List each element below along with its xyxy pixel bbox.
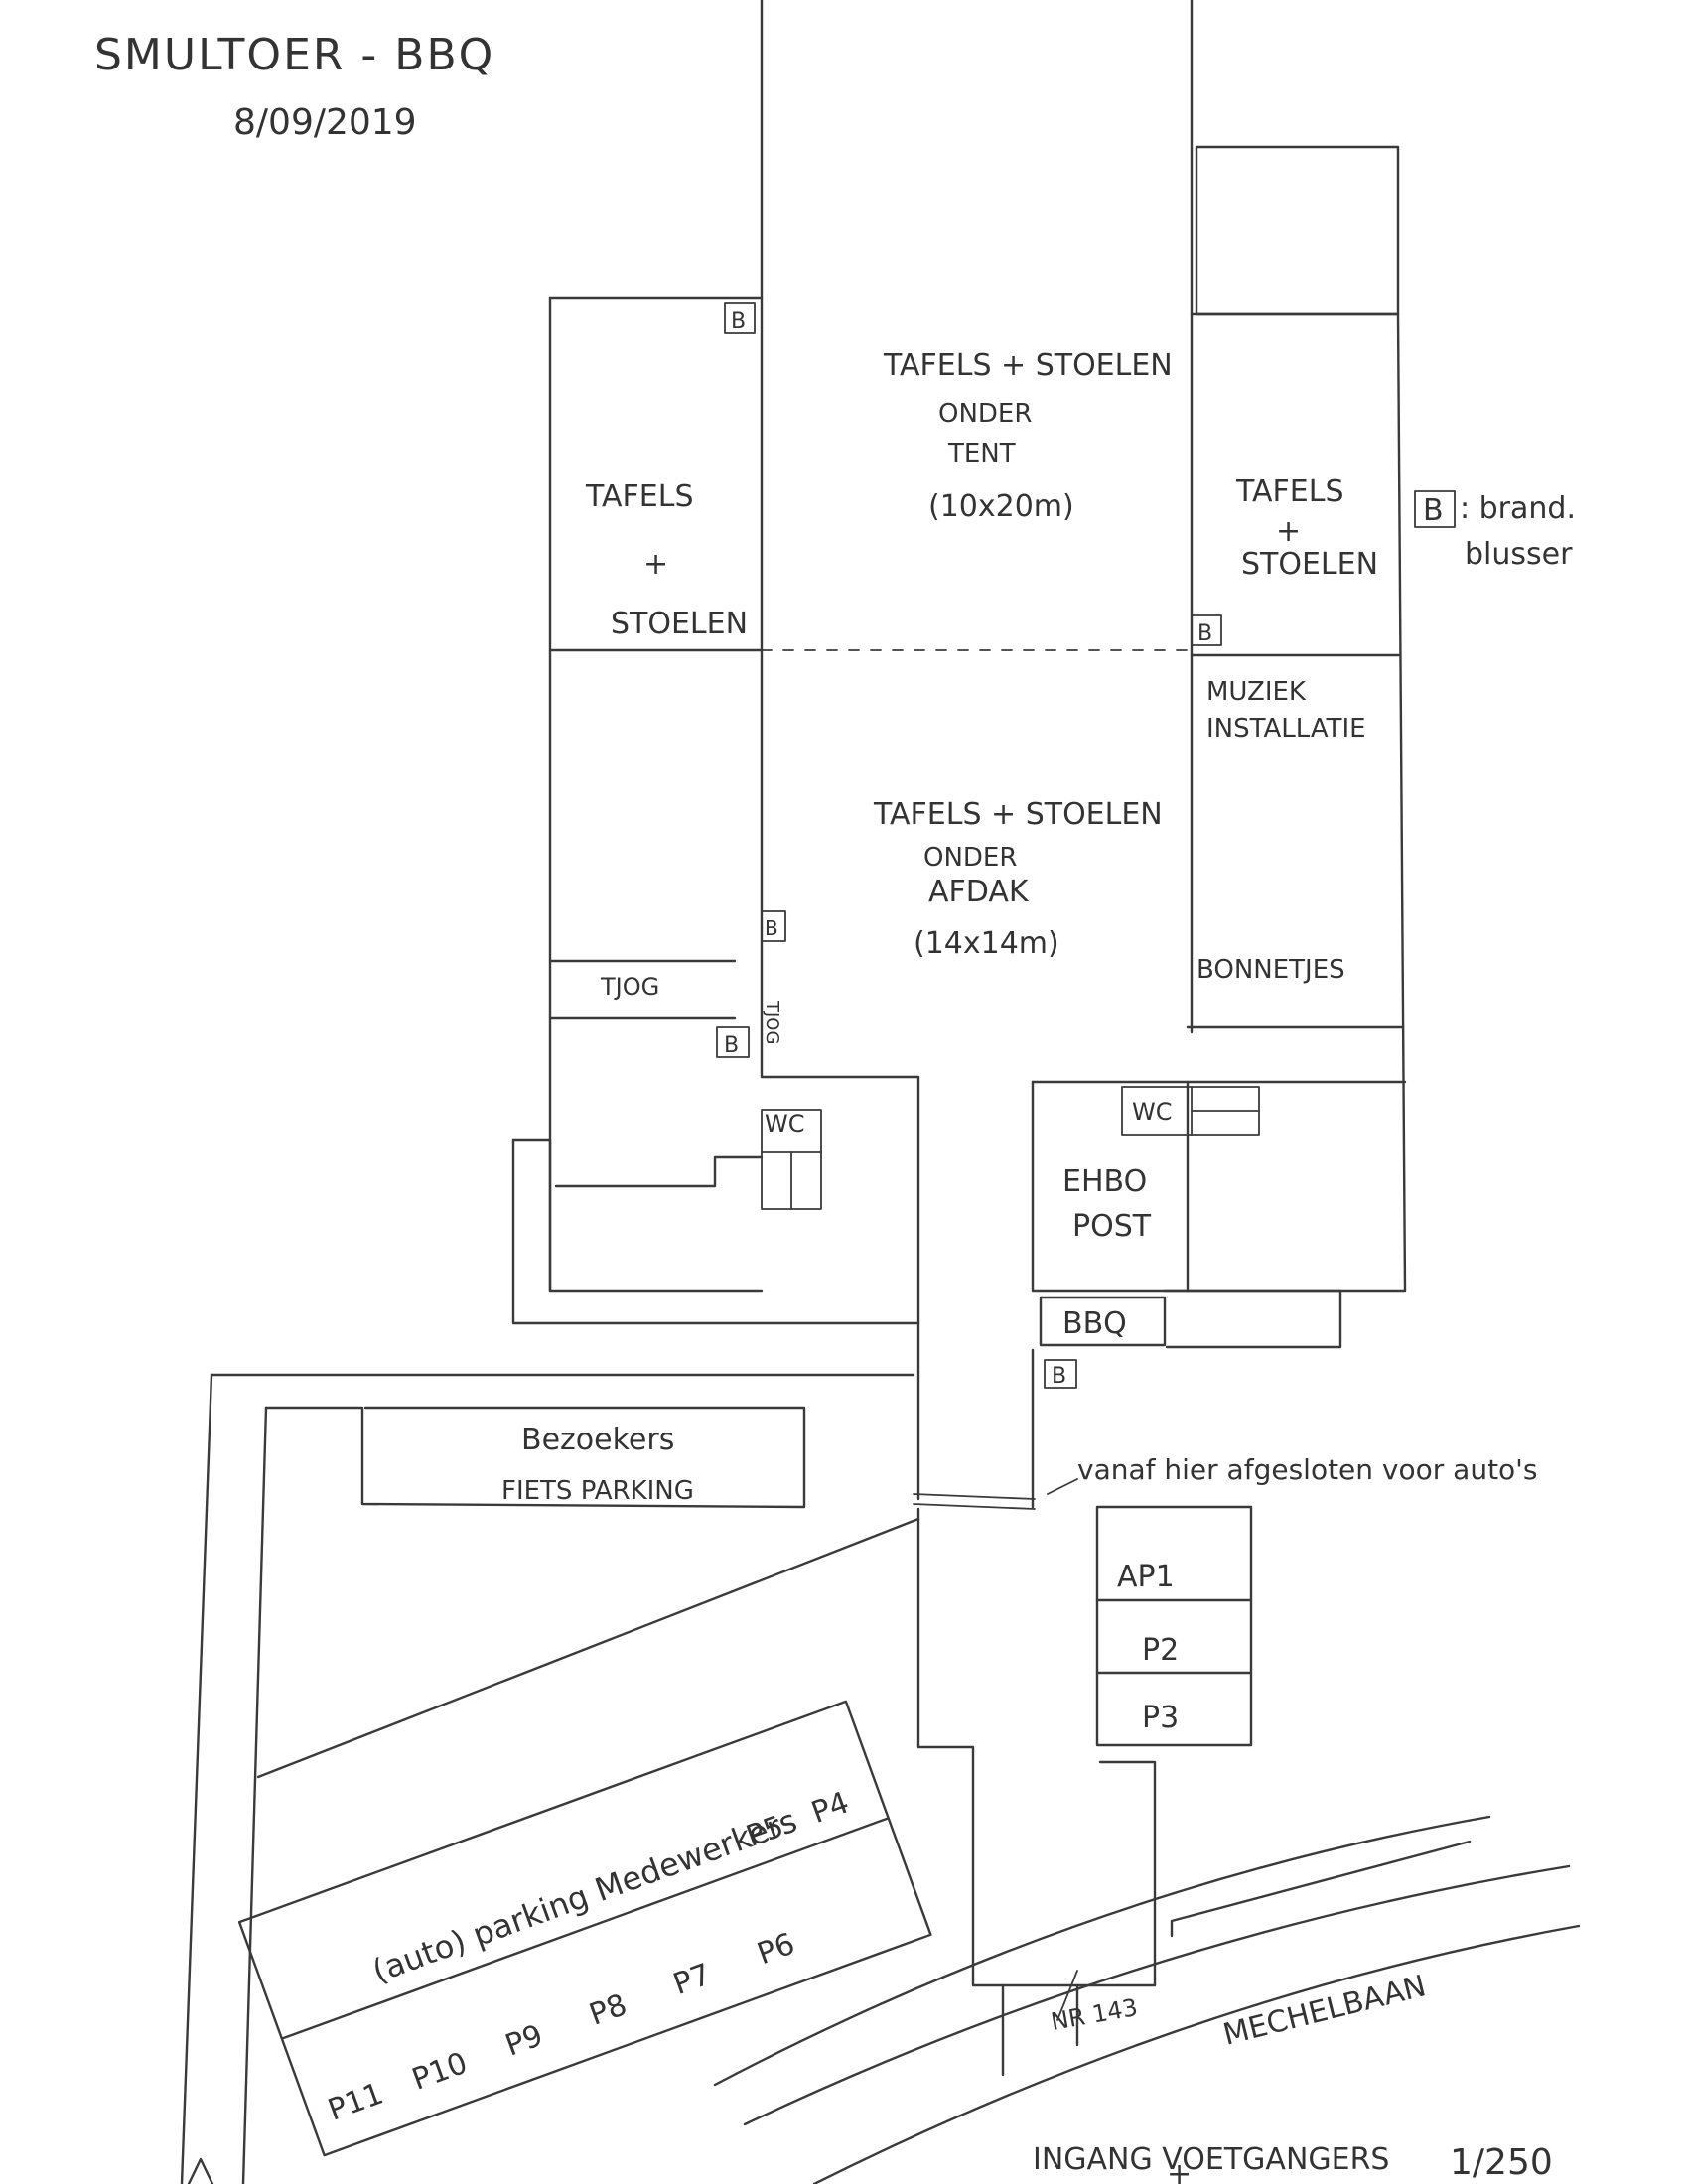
ehbo-label-2: POST <box>1072 1209 1152 1244</box>
tjog-side-label: TJOG <box>762 1000 782 1044</box>
property-line-left-inner <box>241 1406 268 2184</box>
right-label-3: STOELEN <box>1241 547 1378 582</box>
street-line-2 <box>743 1864 1571 2126</box>
bike-parking-label-2: FIETS PARKING <box>501 1476 694 1506</box>
tent-label-1: TAFELS + STOELEN <box>883 348 1173 383</box>
property-line-left <box>180 1373 213 2184</box>
spot-ap1: AP1 <box>1117 1560 1175 1594</box>
staff-parking-divider <box>280 1817 890 2040</box>
north-arrow-icon <box>187 2157 214 2184</box>
legend-symbol-box <box>1414 490 1456 528</box>
afdak-label-4: (14x14m) <box>914 926 1059 961</box>
afdak-label-3: AFDAK <box>928 875 1030 909</box>
legend-text-2: blusser <box>1465 537 1573 572</box>
wc-left-label: WC <box>765 1110 805 1138</box>
plan-date: 8/09/2019 <box>233 102 417 143</box>
extinguisher-marker: B <box>724 302 756 334</box>
spot-p8: P8 <box>585 1987 632 2033</box>
left-label-3: STOELEN <box>611 607 748 641</box>
tjog-label: TJOG <box>600 973 659 1001</box>
muziek-label-2: INSTALLATIE <box>1206 714 1366 744</box>
spot-p3: P3 <box>1142 1701 1179 1735</box>
tent-label-3: TENT <box>947 439 1016 469</box>
closed-line-1 <box>913 1493 1036 1500</box>
scale-label: 1/250 <box>1450 2142 1553 2183</box>
closed-line-2 <box>913 1503 1036 1510</box>
entrance-label: INGANG VOETGANGERS <box>1033 2142 1389 2177</box>
staff-parking-label: (auto) parking Medewerkers <box>367 1802 801 1990</box>
spot-p7: P7 <box>669 1957 716 2002</box>
extinguisher-marker: B <box>1044 1359 1077 1389</box>
bbq-box <box>1039 1296 1167 1347</box>
extinguisher-marker: B <box>761 910 786 942</box>
svg-text:B: B <box>765 916 778 940</box>
right-label-2: + <box>1276 514 1301 549</box>
svg-text:B: B <box>1197 621 1212 646</box>
afdak-label-1: TAFELS + STOELEN <box>873 797 1163 832</box>
bike-parking-label-1: Bezoekers <box>521 1423 674 1457</box>
legend-symbol: B <box>1423 493 1444 528</box>
plan-title: SMULTOER - BBQ <box>94 30 494 80</box>
street-line-1 <box>713 1815 1491 2087</box>
wc-right-label: WC <box>1132 1098 1173 1126</box>
bbq-annex <box>1163 1289 1342 1349</box>
entrance-arrow <box>1056 1970 1078 2021</box>
spot-p9: P9 <box>500 2018 547 2064</box>
closed-arrow <box>1047 1478 1078 1495</box>
top-right-box <box>1195 145 1400 316</box>
svg-text:B: B <box>1052 1364 1066 1389</box>
diagonal-line <box>256 1517 920 1779</box>
bonnetjes-label: BONNETJES <box>1196 955 1345 985</box>
svg-text:B: B <box>731 309 746 334</box>
left-label-2: + <box>643 547 668 582</box>
tent-label-2: ONDER <box>938 399 1032 429</box>
right-label-1: TAFELS <box>1235 475 1344 509</box>
left-annex <box>511 1138 764 1293</box>
spot-p6: P6 <box>753 1927 799 1973</box>
spot-p4: P4 <box>807 1785 854 1831</box>
sidewalk-block <box>1170 1840 1472 1938</box>
extinguisher-marker: B <box>1191 614 1222 646</box>
house-number: NR 143 <box>1049 1993 1140 2036</box>
bbq-label: BBQ <box>1062 1306 1127 1341</box>
left-bottom-block <box>511 1075 920 1325</box>
extinguisher-marker: B <box>716 1026 750 1058</box>
closed-annotation: vanaf hier afgesloten voor auto's <box>1077 1453 1537 1486</box>
bike-parking <box>264 1406 806 1509</box>
entrance-plus: + <box>1167 2157 1192 2184</box>
legend-text-1: : brand. <box>1460 491 1576 526</box>
afdak-label-2: ONDER <box>923 843 1017 873</box>
left-lower-step <box>554 1155 764 1188</box>
spot-p2: P2 <box>1142 1633 1179 1668</box>
street-name: MECHELBAAN <box>1219 1969 1429 2053</box>
street-line-3 <box>812 1924 1581 2184</box>
tent-label-4: (10x20m) <box>928 489 1074 524</box>
svg-text:B: B <box>724 1033 739 1058</box>
muziek-label-1: MUZIEK <box>1206 677 1307 707</box>
driveway-lower <box>916 1507 1157 1987</box>
right-parking-block <box>1095 1505 1253 1747</box>
spot-p10: P10 <box>407 2046 472 2098</box>
legend: B : brand. blusser <box>1414 490 1576 572</box>
ehbo-label-1: EHBO <box>1062 1164 1147 1199</box>
spot-p11: P11 <box>324 2076 388 2127</box>
left-label-1: TAFELS <box>585 479 694 514</box>
right-building-outer-wall <box>1396 312 1407 1293</box>
